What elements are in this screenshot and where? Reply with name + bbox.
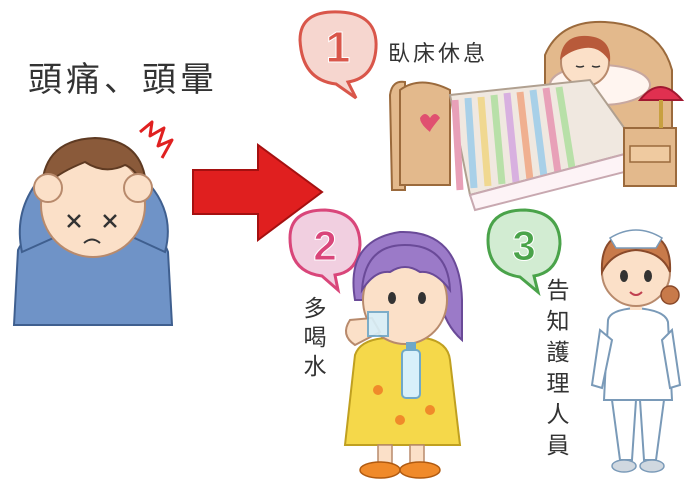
step-1-number: 1 xyxy=(326,23,350,72)
headache-person-illustration xyxy=(12,120,174,326)
step-2-label: 多喝水 xyxy=(299,296,325,383)
step-3-number: 3 xyxy=(512,222,535,269)
page-title: 頭痛、頭暈 xyxy=(28,60,218,100)
step-3-bubble xyxy=(486,208,562,297)
step-1-label: 臥床休息 xyxy=(388,42,489,67)
bed-rest-illustration xyxy=(388,20,685,212)
step-2-number: 2 xyxy=(313,222,336,269)
step-1-bubble xyxy=(298,10,378,100)
nurse-illustration xyxy=(590,229,682,473)
arrow-shape xyxy=(192,143,324,242)
step-3-label: 告知護理人員 xyxy=(542,278,568,464)
arrow-icon xyxy=(192,143,324,242)
drinking-water-illustration xyxy=(343,230,463,479)
step-2-bubble xyxy=(288,208,362,295)
